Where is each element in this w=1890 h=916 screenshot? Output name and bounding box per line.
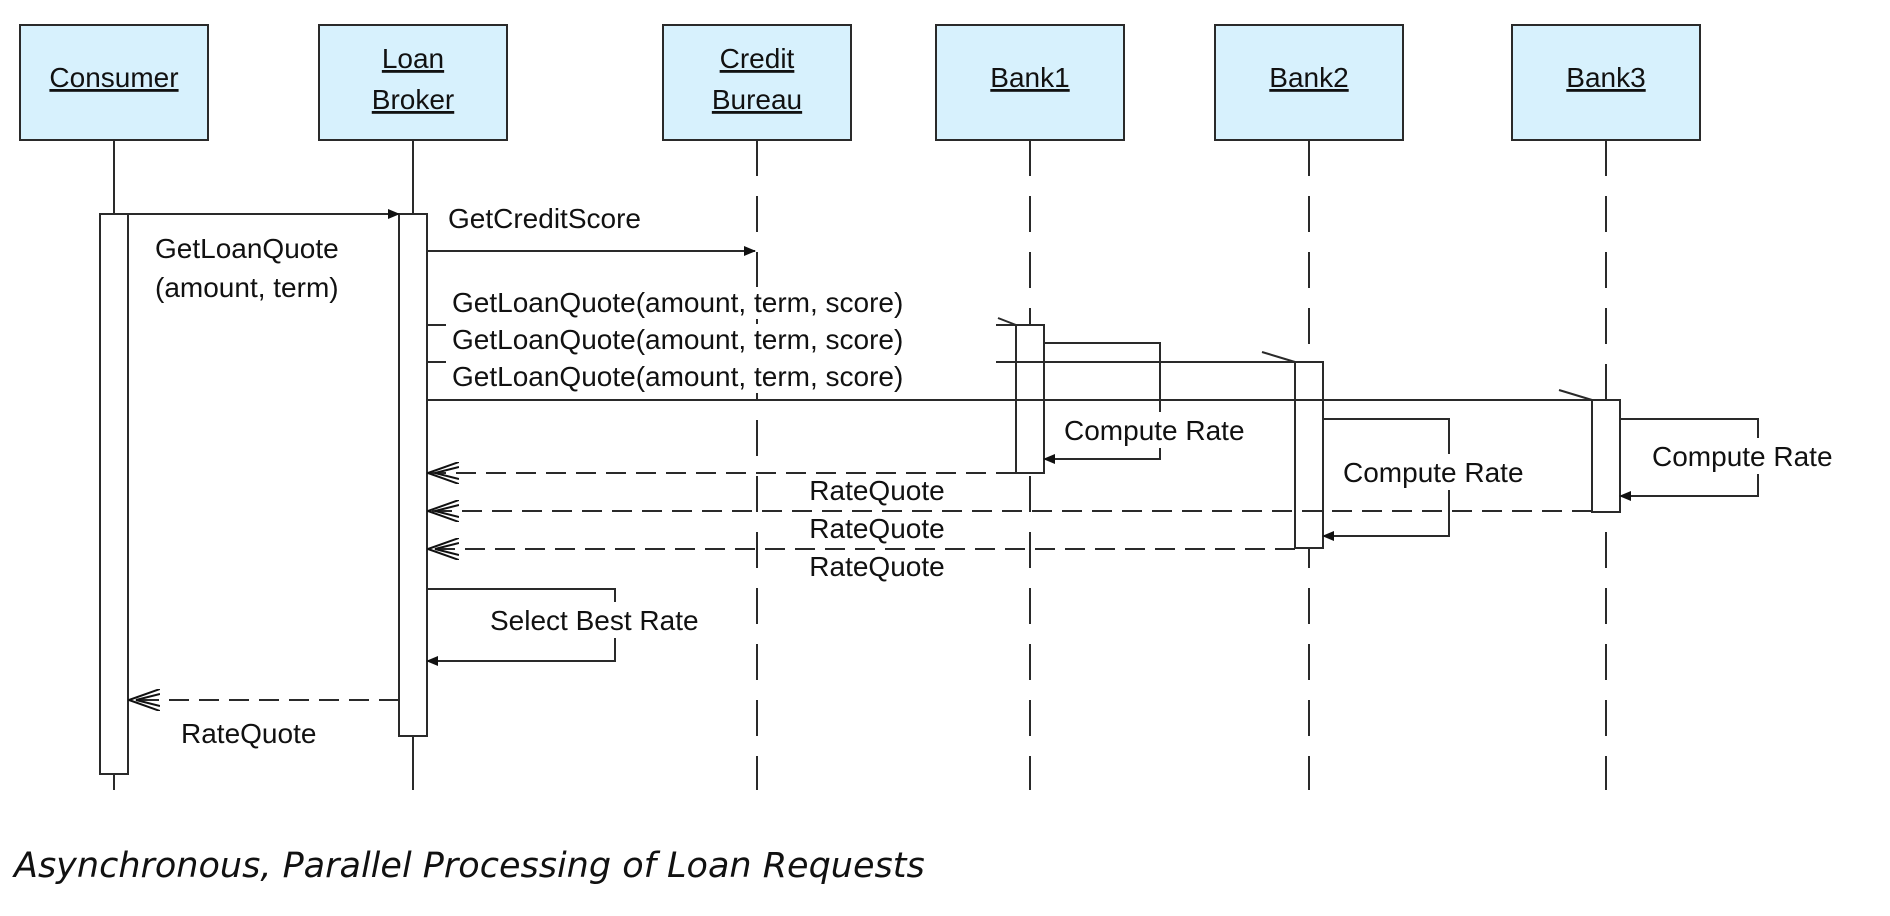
consumer-activation — [99, 213, 129, 775]
label-background — [790, 550, 968, 584]
participant-consumer: Consumer — [19, 24, 209, 141]
label-background — [790, 474, 968, 508]
label-background — [486, 602, 742, 638]
label-background — [1337, 454, 1559, 490]
bank1-get-loan-quote-label: GetLoanQuote(amount, term, score) — [452, 287, 903, 318]
participant-bank1: Bank1 — [935, 24, 1125, 141]
bank3-get-loan-quote-label: GetLoanQuote(amount, term, score) — [452, 361, 903, 392]
participant-label: Bank1 — [990, 62, 1069, 93]
get-loan-quote-label: GetLoanQuote — [155, 233, 339, 264]
get-loan-quote-label: (amount, term) — [155, 272, 339, 303]
bank2-rate-quote-label: RateQuote — [809, 513, 944, 544]
label-background — [1058, 412, 1278, 448]
sequence-diagram: Consumer Loan Broker Credit Bureau Bank1… — [19, 24, 1866, 790]
messages: GetLoanQuote (amount, term) GetCreditSco… — [128, 203, 1866, 749]
bank3-compute-rate-label: Compute Rate — [1652, 441, 1833, 472]
final-rate-quote-label: RateQuote — [181, 718, 316, 749]
bank3-get-loan-quote-arrowhead — [1558, 389, 1593, 401]
select-best-rate-label: Select Best Rate — [490, 605, 699, 636]
participant-boxes: Consumer Loan Broker Credit Bureau Bank1… — [19, 24, 1701, 141]
bank3-activation — [1591, 399, 1621, 513]
label-background — [446, 324, 996, 356]
bank1-rate-quote-label: RateQuote — [809, 475, 944, 506]
bank2-get-loan-quote-arrowhead — [1261, 351, 1296, 363]
bank1-compute-rate-label: Compute Rate — [1064, 415, 1245, 446]
participant-label: Bank2 — [1269, 62, 1348, 93]
bank3-rate-quote-label: RateQuote — [809, 551, 944, 582]
bank2-activation — [1294, 361, 1324, 549]
get-credit-score-label: GetCreditScore — [448, 203, 641, 234]
participant-label: Bureau — [712, 84, 802, 115]
bank1-compute-rate-arrow — [1043, 342, 1161, 464]
bank1-get-loan-quote-arrowhead — [997, 317, 1017, 326]
participant-label: Broker — [372, 84, 454, 115]
participant-label: Consumer — [49, 62, 178, 93]
participant-credit-bureau: Credit Bureau — [662, 24, 852, 141]
figure-caption: Asynchronous, Parallel Processing of Loa… — [14, 846, 925, 886]
bank2-compute-rate-label: Compute Rate — [1343, 457, 1524, 488]
activation-bars — [99, 213, 1621, 775]
participant-label: Loan — [382, 43, 444, 74]
label-background — [1646, 438, 1866, 474]
participant-loan-broker: Loan Broker — [318, 24, 508, 141]
participant-label: Credit — [720, 43, 795, 74]
label-background — [790, 512, 968, 546]
label-background — [446, 361, 996, 393]
participant-label: Bank3 — [1566, 62, 1645, 93]
participant-bank3: Bank3 — [1511, 24, 1701, 141]
label-background — [446, 287, 996, 319]
loan-broker-activation — [398, 213, 428, 737]
bank2-get-loan-quote-label: GetLoanQuote(amount, term, score) — [452, 324, 903, 355]
participant-bank2: Bank2 — [1214, 24, 1404, 141]
